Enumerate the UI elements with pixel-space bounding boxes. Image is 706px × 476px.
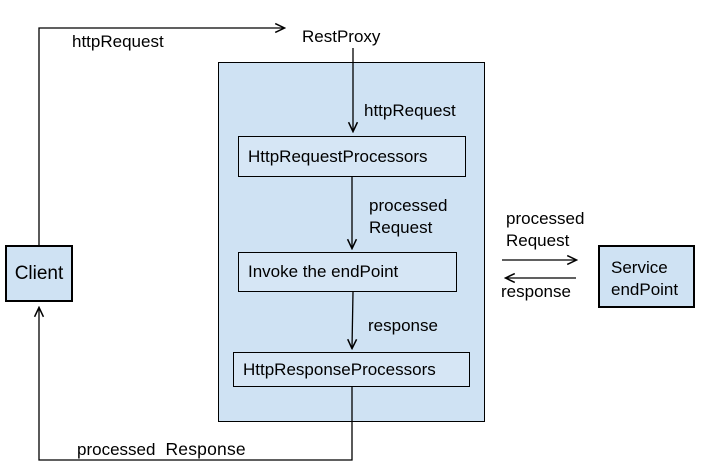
client-label: Client [14, 262, 64, 284]
service-endpoint-label-line1: Service [611, 258, 668, 277]
service-endpoint-box: Service endPoint [598, 245, 695, 308]
invoke-endpoint-label: Invoke the endPoint [248, 262, 399, 281]
invoke-endpoint-box: Invoke the endPoint [238, 252, 457, 292]
edge-label-processed-request-inner: processed Request [369, 195, 447, 239]
http-response-processors-box: HttpResponseProcessors [233, 352, 470, 387]
edge-label-processed-request-inner-line2: Request [369, 218, 433, 237]
http-request-processors-box: HttpRequestProcessors [238, 136, 466, 177]
edge-label-invoke-to-responseprocessors: response [368, 316, 438, 335]
http-response-processors-label: HttpResponseProcessors [243, 359, 436, 379]
edge-label-service-to-proxy: response [501, 282, 571, 301]
service-endpoint-label-line2: endPoint [611, 280, 679, 299]
edge-label-processed-response-word1: processed [77, 440, 156, 459]
edge-label-processed-response-word2: Response [165, 439, 246, 459]
edge-label-processed-response: processed Response [77, 438, 246, 461]
restproxy-label: RestProxy [302, 27, 381, 46]
edge-label-processed-request-inner-line1: processed [369, 196, 448, 215]
edge-label-restproxy-to-requestprocessors: httpRequest [364, 101, 456, 120]
edge-label-processed-request-right-line2: Request [506, 231, 570, 250]
http-request-processors-label: HttpRequestProcessors [248, 146, 428, 166]
edge-label-client-to-restproxy: httpRequest [72, 32, 164, 51]
edge-label-processed-request-right: processed Request [506, 208, 584, 252]
client-box: Client [5, 245, 73, 302]
edge-label-processed-request-right-line1: processed [506, 209, 585, 228]
